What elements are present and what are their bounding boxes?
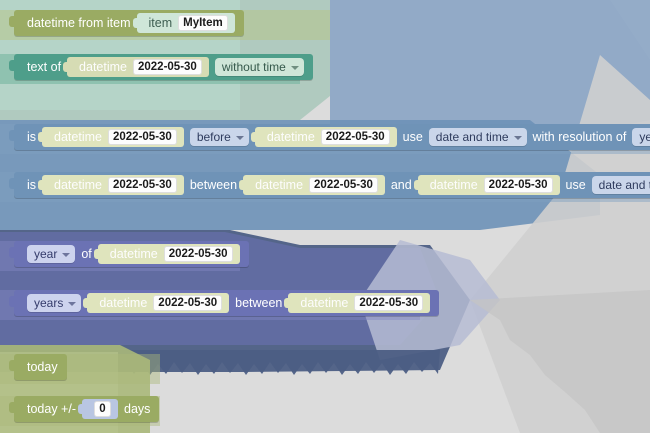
- block-row: today +/- 0 days: [0, 396, 650, 426]
- text-input[interactable]: 2022-05-30: [153, 295, 223, 311]
- block-label: datetime from item: [27, 16, 131, 30]
- block-datetime-from-item[interactable]: datetime from item item MyItem: [9, 10, 244, 36]
- block-row: is datetime 2022-05-30 between datetime 2022-…: [0, 172, 650, 202]
- value-block[interactable]: datetime 2022-05-30: [63, 57, 209, 77]
- block-is-datetime-between[interactable]: is datetime 2022-05-30 between datetime 2022-…: [8, 172, 650, 198]
- block-text: between: [235, 296, 283, 310]
- value-block-label: datetime: [429, 178, 478, 192]
- dropdown-value: date and time: [598, 178, 650, 192]
- text-input[interactable]: 2022-05-30: [354, 295, 424, 311]
- dropdown-field[interactable]: before: [189, 128, 249, 146]
- chevron-down-icon: [235, 135, 244, 140]
- dropdown-field[interactable]: years: [632, 128, 650, 146]
- block-label: is: [27, 130, 37, 144]
- number-input[interactable]: 0: [94, 401, 111, 417]
- block-today[interactable]: today: [9, 354, 67, 380]
- text-input[interactable]: 2022-05-30: [133, 59, 202, 75]
- dropdown-field[interactable]: without time: [214, 58, 304, 76]
- dropdown-field[interactable]: year: [27, 245, 76, 263]
- block-today-plus-minus-days[interactable]: today +/- 0 days: [8, 396, 160, 422]
- chevron-down-icon: [68, 301, 77, 306]
- value-block[interactable]: datetime 2022-05-30: [250, 127, 397, 147]
- dropdown-value: year: [34, 247, 58, 261]
- block-text: of: [81, 247, 92, 261]
- value-block[interactable]: datetime 2022-05-30: [93, 244, 240, 264]
- value-block[interactable]: datetime 2022-05-30: [413, 175, 560, 195]
- chevron-down-icon: [513, 135, 522, 140]
- text-input[interactable]: 2022-05-30: [483, 177, 553, 193]
- block-row: datetime from item item MyItem: [0, 10, 650, 40]
- text-input[interactable]: 2022-05-30: [107, 177, 177, 193]
- text-input[interactable]: 2022-05-30: [309, 177, 378, 193]
- text-input[interactable]: MyItem: [178, 15, 228, 31]
- value-block[interactable]: datetime 2022-05-30: [83, 293, 230, 313]
- value-block-label: datetime: [79, 60, 127, 74]
- value-block[interactable]: datetime 2022-05-30: [38, 127, 184, 147]
- value-block[interactable]: datetime 2022-05-30: [38, 175, 184, 195]
- chevron-down-icon: [290, 65, 299, 70]
- block-row: is datetime 2022-05-30 before datetime 2022-0…: [0, 124, 650, 154]
- block-row: year of datetime 2022-05-30: [0, 241, 650, 271]
- background-shape-slate-blue-b: [330, 0, 650, 140]
- block-row: today: [0, 354, 650, 384]
- dropdown-value: years: [34, 296, 64, 310]
- value-block-label: datetime: [266, 130, 315, 144]
- background-shape-gray-staircase: [470, 290, 650, 433]
- dropdown-value: date and time: [435, 130, 509, 144]
- text-input[interactable]: 2022-05-30: [320, 129, 390, 145]
- block-is-datetime-before-datetime[interactable]: is datetime 2022-05-30 before datetime 2022-0…: [9, 124, 650, 150]
- block-text: with resolution of: [532, 130, 627, 144]
- dropdown-field[interactable]: years: [27, 294, 82, 312]
- block-row: text of datetime 2022-05-30 without time: [0, 54, 650, 84]
- text-input[interactable]: 2022-05-30: [107, 129, 177, 145]
- value-block-label: datetime: [99, 296, 148, 310]
- block-text: use: [565, 178, 586, 192]
- value-block-label: datetime: [54, 178, 102, 192]
- value-block[interactable]: datetime 2022-05-30: [239, 175, 385, 195]
- block-row: years datetime 2022-05-30 between datetime 20…: [0, 290, 650, 320]
- background-shape-indigo-jagged-edge: [110, 350, 440, 375]
- value-block[interactable]: datetime 2022-05-30: [284, 293, 431, 313]
- dropdown-value: years: [639, 130, 650, 144]
- block-label: is: [27, 178, 37, 192]
- value-block[interactable]: 0: [78, 399, 118, 419]
- block-text: use: [402, 130, 423, 144]
- block-text: and: [390, 178, 412, 192]
- value-block-label: datetime: [54, 130, 102, 144]
- block-text: between: [189, 178, 238, 192]
- value-block-label: item: [148, 16, 173, 30]
- value-block-label: datetime: [109, 247, 158, 261]
- block-years-between-datetimes[interactable]: years datetime 2022-05-30 between datetime 20…: [8, 290, 440, 316]
- chevron-down-icon: [62, 252, 71, 257]
- dropdown-field[interactable]: date and time: [428, 128, 527, 146]
- block-text-of-datetime[interactable]: text of datetime 2022-05-30 without time: [9, 54, 313, 80]
- block-text: days: [124, 402, 151, 416]
- value-block[interactable]: item MyItem: [132, 13, 235, 33]
- block-label: today: [27, 360, 58, 374]
- value-block-label: datetime: [255, 178, 304, 192]
- value-block-label: datetime: [300, 296, 349, 310]
- dropdown-value: before: [196, 130, 231, 144]
- block-label: today +/-: [27, 402, 76, 416]
- block-label: text of: [27, 60, 62, 74]
- dropdown-field[interactable]: date and time: [591, 176, 650, 194]
- dropdown-value: without time: [221, 60, 286, 74]
- text-input[interactable]: 2022-05-30: [163, 246, 233, 262]
- block-year-of-datetime[interactable]: year of datetime 2022-05-30: [9, 241, 249, 267]
